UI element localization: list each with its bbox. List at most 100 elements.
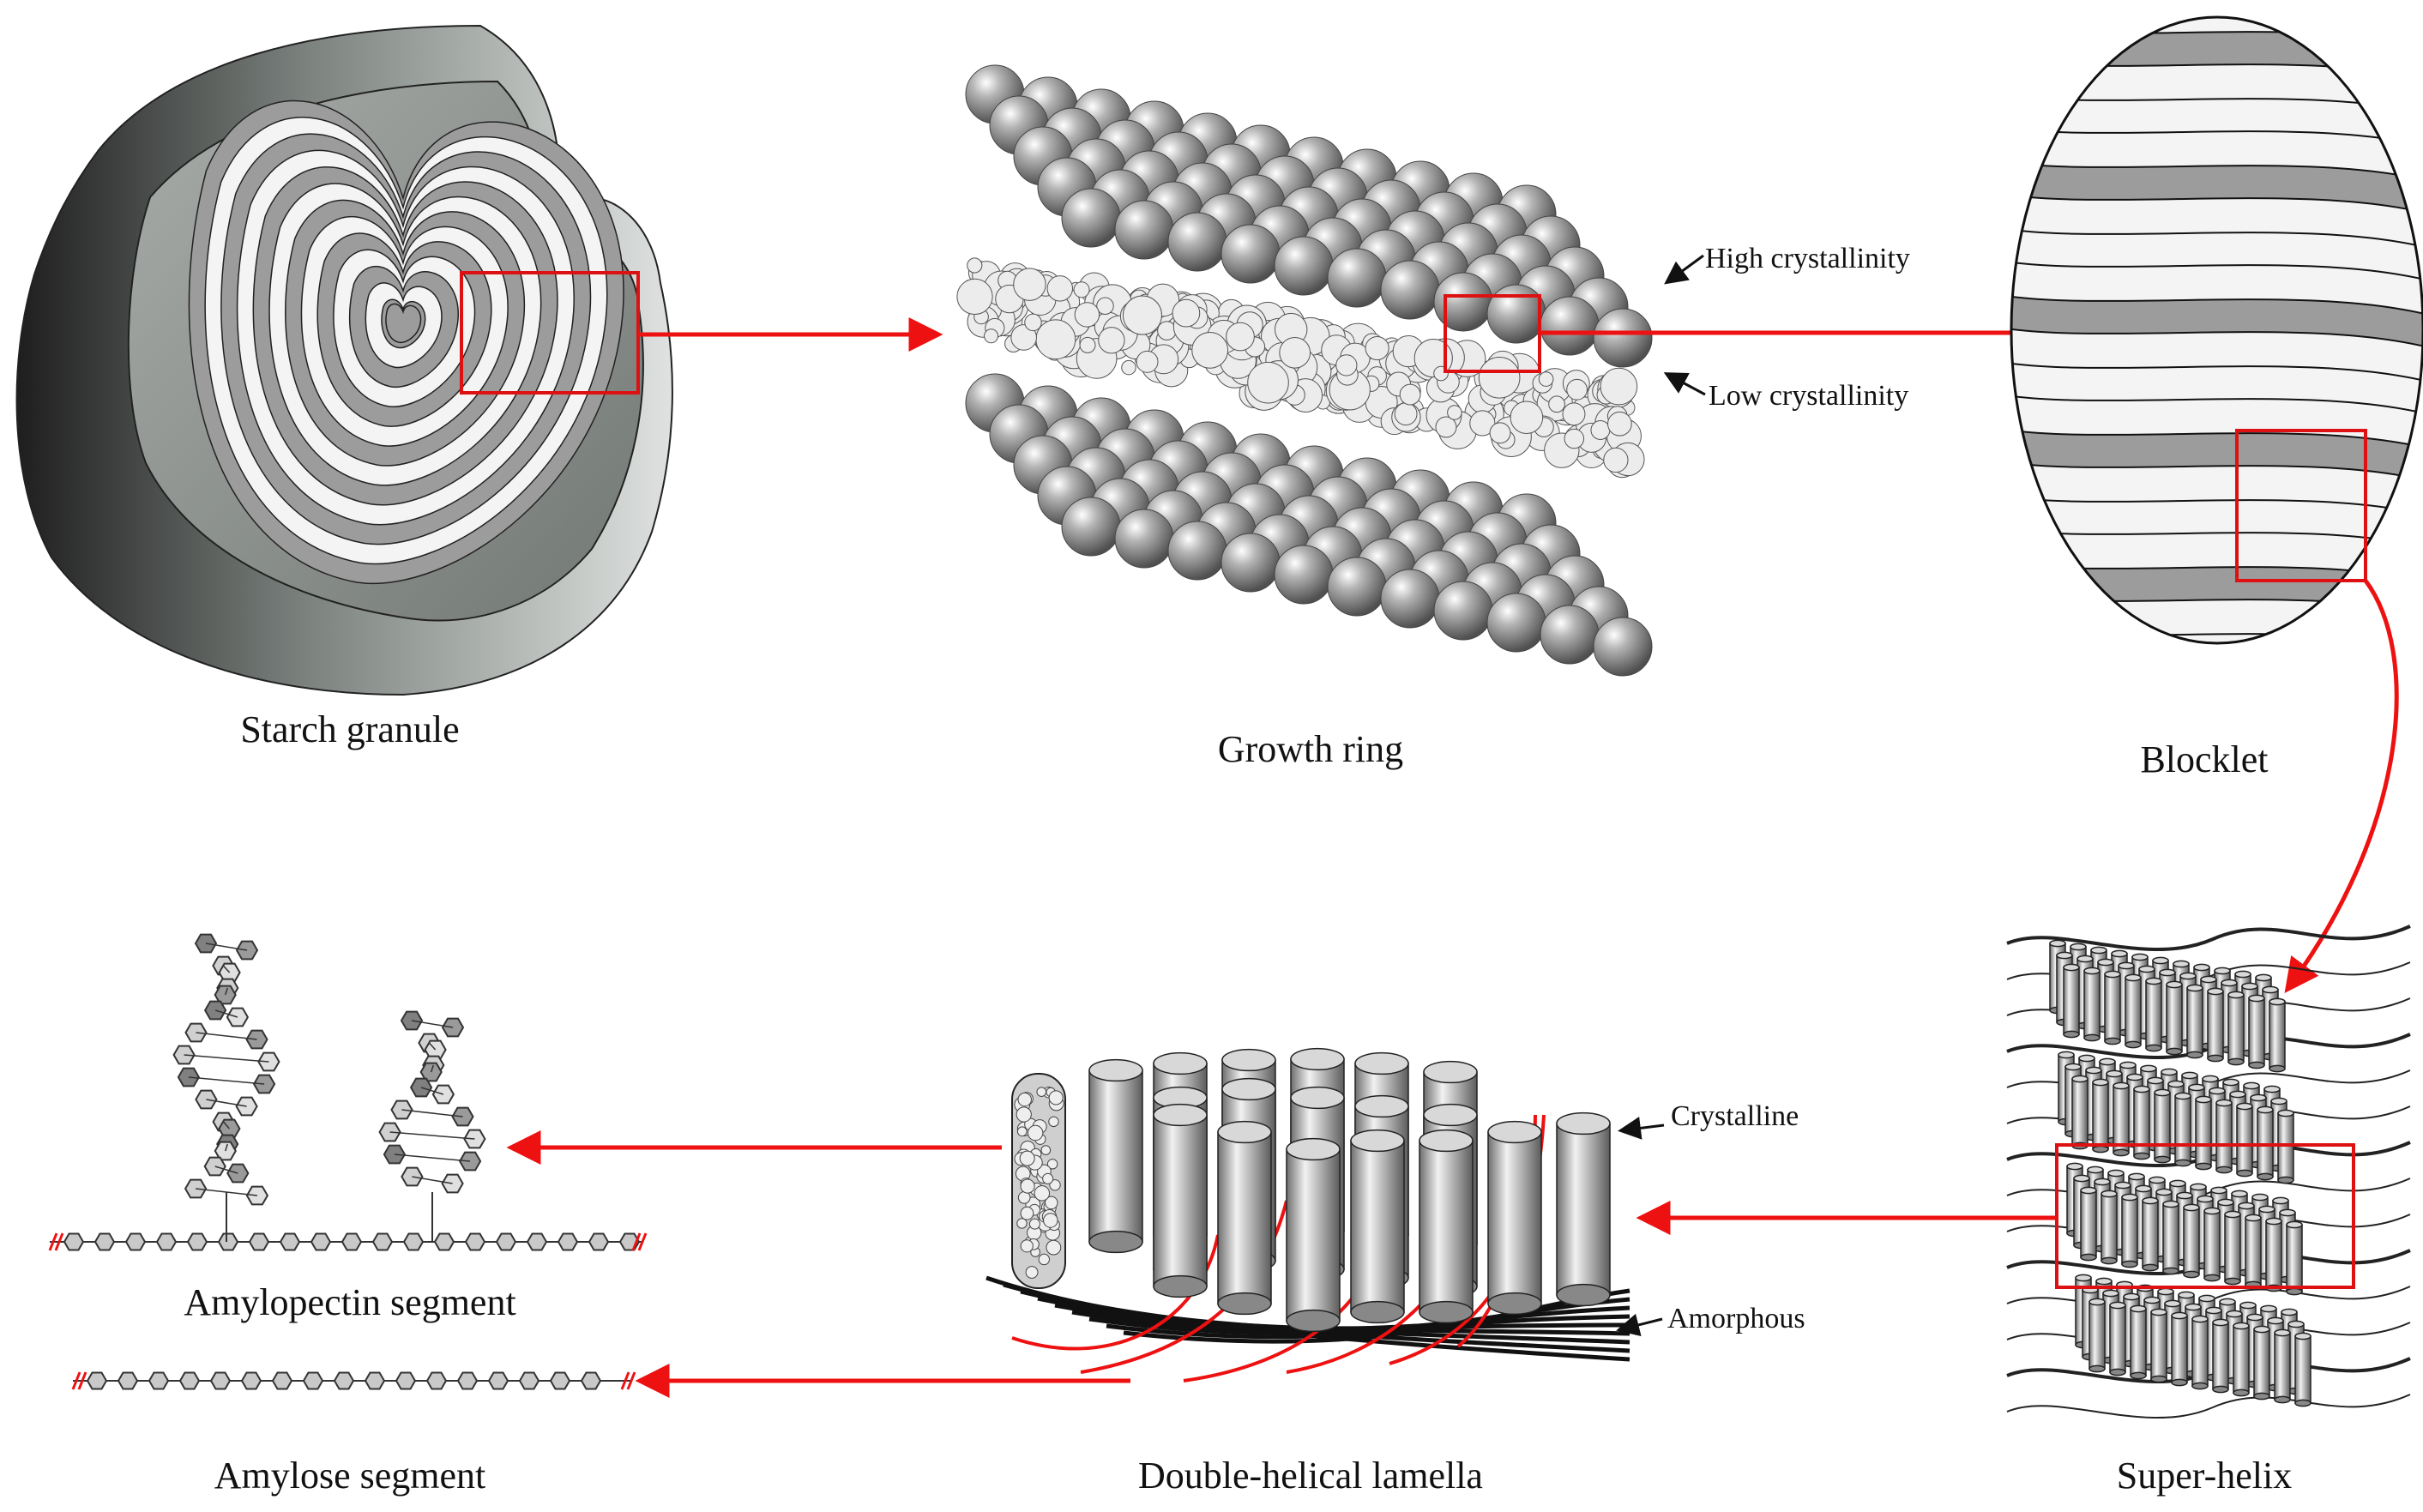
super-helix-column bbox=[2166, 980, 2183, 1056]
crystalline-double-helices bbox=[1011, 1047, 1611, 1333]
low-crystallinity-particle bbox=[1172, 298, 1201, 328]
super-helix-column bbox=[2142, 1196, 2159, 1272]
super-helix-column bbox=[2145, 977, 2162, 1052]
high-crystallinity-spheres-top bbox=[965, 64, 1653, 368]
low-crystallinity-particle bbox=[1122, 295, 1162, 335]
blocklet-band bbox=[2011, 225, 2423, 286]
low-crystallinity-particle bbox=[1073, 281, 1090, 298]
porous-particle bbox=[1019, 1150, 1035, 1166]
low-crystallinity-particle bbox=[1435, 416, 1457, 438]
amylose-glucose-unit bbox=[487, 1371, 509, 1390]
super-helix-column bbox=[2294, 1332, 2311, 1407]
low-crystallinity-particle bbox=[1399, 383, 1421, 406]
amylose-glucose-unit bbox=[148, 1371, 170, 1390]
amorphous-pointer bbox=[1616, 1313, 1663, 1337]
amylopectin-glucose-unit bbox=[217, 1232, 239, 1251]
amylose-glucose-unit bbox=[240, 1371, 262, 1390]
amylopectin-glucose-unit bbox=[226, 1007, 250, 1027]
amylopectin-glucose-unit bbox=[235, 1096, 258, 1117]
double-helix-column bbox=[1556, 1111, 1611, 1307]
blocklet-highlight-box bbox=[2235, 429, 2367, 582]
porous-particle bbox=[1049, 1179, 1061, 1191]
porous-particle bbox=[1036, 1087, 1047, 1097]
amylopectin-glucose-unit bbox=[458, 1151, 482, 1172]
porous-particle bbox=[1034, 1185, 1051, 1202]
super-helix-column bbox=[2186, 984, 2203, 1059]
double-helical-lamella-illustration bbox=[985, 1047, 1630, 1382]
super-helix-column bbox=[2162, 1200, 2179, 1275]
low-crystallinity-particle bbox=[1603, 447, 1629, 473]
super-helix-column bbox=[2274, 1328, 2291, 1404]
amylose-glucose-unit bbox=[395, 1371, 417, 1390]
amylopectin-glucose-unit bbox=[226, 1163, 250, 1184]
low-crystallinity-particle bbox=[1096, 297, 1114, 315]
amylopectin-glucose-unit bbox=[371, 1232, 394, 1251]
amylose-glucose-unit bbox=[580, 1371, 602, 1390]
porous-particle bbox=[1020, 1206, 1034, 1220]
low-crystallinity-particle bbox=[1010, 324, 1037, 351]
granule-growth-rings bbox=[188, 99, 624, 585]
amylopectin-glucose-unit bbox=[203, 1000, 227, 1021]
super-helix-column bbox=[2080, 1186, 2097, 1262]
porous-particle bbox=[1046, 1159, 1058, 1170]
porous-particle bbox=[1042, 1172, 1054, 1184]
porous-particle bbox=[1045, 1196, 1058, 1210]
super-helix-columns bbox=[2049, 939, 2311, 1407]
blocklet-band bbox=[2011, 492, 2423, 554]
blocklet-illustration bbox=[2010, 15, 2423, 645]
porous-particle bbox=[1027, 1124, 1044, 1142]
high-crystallinity-sphere bbox=[1380, 260, 1440, 320]
super-helix-column bbox=[2154, 1088, 2171, 1164]
porous-particle bbox=[1038, 1253, 1050, 1266]
super-helix-column bbox=[2104, 970, 2121, 1045]
super-helix-column bbox=[2215, 1099, 2233, 1174]
super-helix-column bbox=[2101, 1190, 2118, 1265]
amorphous-label: Amorphous bbox=[1667, 1303, 1805, 1334]
porous-particle bbox=[1016, 1218, 1028, 1229]
high-crystallinity-sphere bbox=[1327, 248, 1387, 308]
low-crystallinity-particle bbox=[1079, 336, 1096, 353]
super-helix-illustration bbox=[2006, 925, 2411, 1419]
blocklet-band bbox=[2011, 425, 2423, 487]
amylopectin-glucose-unit bbox=[245, 1185, 269, 1206]
porous-particle bbox=[1028, 1218, 1040, 1230]
super-helix-column bbox=[2150, 1308, 2167, 1383]
low-crystallinity-particle bbox=[1226, 322, 1255, 352]
amylopectin-glucose-unit bbox=[195, 1089, 218, 1110]
arrow-blocklet-to-super-helix bbox=[2284, 579, 2399, 994]
low-crystallinity-pointer bbox=[1663, 372, 1706, 396]
low-crystallinity-particle bbox=[1478, 357, 1521, 399]
amylopectin-segment-label: Amylopectin segment bbox=[184, 1281, 515, 1323]
high-crystallinity-label: High crystallinity bbox=[1705, 243, 1910, 274]
blocklet-band bbox=[2011, 91, 2423, 153]
porous-particle bbox=[1017, 1092, 1032, 1107]
porous-particle bbox=[1016, 1106, 1032, 1123]
super-helix-column bbox=[2133, 1085, 2150, 1160]
high-crystallinity-sphere bbox=[1593, 308, 1653, 368]
super-helix-column bbox=[2245, 1214, 2262, 1289]
high-crystallinity-sphere bbox=[1486, 593, 1546, 653]
low-crystallinity-particle bbox=[1566, 378, 1588, 401]
super-helix-column bbox=[2113, 1081, 2130, 1157]
super-helix-label: Super-helix bbox=[2117, 1455, 2292, 1497]
low-crystallinity-particle bbox=[1247, 361, 1289, 404]
double-helix-column bbox=[1286, 1137, 1341, 1333]
low-crystallinity-particle bbox=[984, 328, 999, 344]
amylose-glucose-unit bbox=[456, 1371, 479, 1390]
crystalline-label: Crystalline bbox=[1671, 1100, 1799, 1132]
blocklet-band bbox=[2011, 626, 2423, 643]
amylose-glucose-unit bbox=[425, 1371, 448, 1390]
amylose-segment-label: Amylose segment bbox=[214, 1455, 486, 1497]
low-crystallinity-particle bbox=[1600, 367, 1638, 406]
high-crystallinity-sphere bbox=[1380, 569, 1440, 629]
super-helix-column bbox=[2195, 1095, 2212, 1171]
amylopectin-glucose-unit bbox=[588, 1232, 610, 1251]
high-crystallinity-sphere bbox=[1540, 605, 1600, 665]
low-crystallinity-particle bbox=[1564, 428, 1585, 449]
low-crystallinity-particle bbox=[1394, 402, 1418, 426]
porous-particle bbox=[1017, 1191, 1031, 1204]
amylopectin-glucose-unit bbox=[252, 1074, 276, 1094]
amylopectin-glucose-unit bbox=[248, 1232, 270, 1251]
low-crystallinity-particle bbox=[1510, 401, 1544, 435]
double-helix-column bbox=[1487, 1120, 1542, 1316]
